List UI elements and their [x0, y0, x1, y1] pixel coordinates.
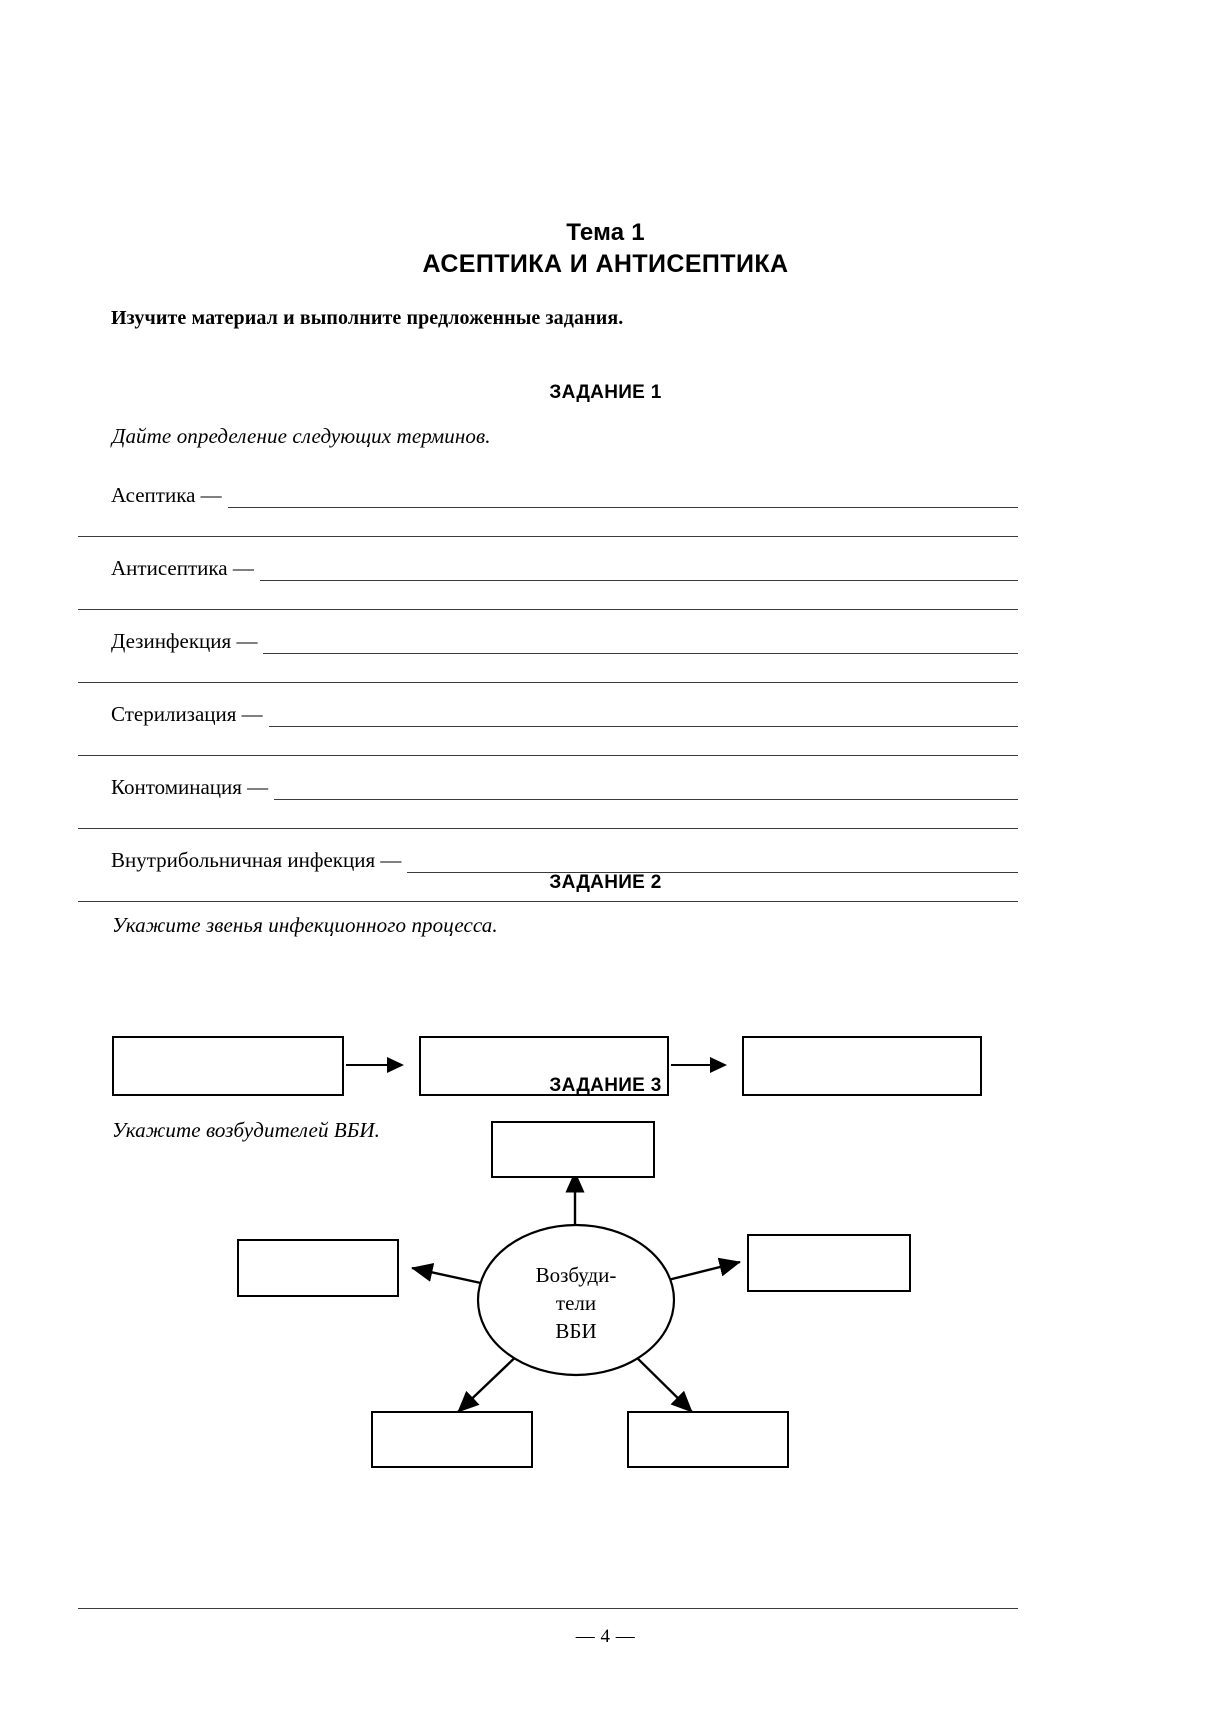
- term-answer-line-1[interactable]: [259, 558, 1018, 581]
- term-label: Внутрибольничная инфекция —: [111, 848, 402, 872]
- instruction-text: Изучите материал и выполните предложенны…: [111, 307, 624, 329]
- term-row: Внутрибольничная инфекция —: [78, 835, 1018, 873]
- center-ellipse: [476, 1223, 676, 1377]
- radial-diagram-svg: Возбуди- тели ВБИ: [237, 1121, 911, 1468]
- term-label: Асептика —: [111, 483, 222, 507]
- topic-title: АСЕПТИКА И АНТИСЕПТИКА: [422, 250, 789, 278]
- term-entry: Дезинфекция —: [78, 616, 1018, 689]
- term-entry: Стерилизация —: [78, 689, 1018, 762]
- center-label-line-1: Возбуди-: [536, 1263, 617, 1287]
- term-answer-line-2[interactable]: [78, 682, 1018, 683]
- term-label: Контоминация —: [111, 775, 269, 799]
- chain-box-3[interactable]: [742, 1036, 982, 1096]
- term-answer-line-2[interactable]: [78, 755, 1018, 756]
- term-row: Контоминация —: [78, 762, 1018, 800]
- center-label-line-3: ВБИ: [555, 1319, 596, 1343]
- task-2-heading: ЗАДАНИЕ 2: [549, 872, 662, 893]
- term-answer-line-2[interactable]: [78, 828, 1018, 829]
- pathogen-box-right[interactable]: [747, 1234, 911, 1292]
- term-row: Стерилизация —: [78, 689, 1018, 727]
- task-3-heading: ЗАДАНИЕ 3: [549, 1075, 662, 1096]
- term-entry: Антисептика —: [78, 543, 1018, 616]
- arrow-to-right-box-icon: [659, 1257, 741, 1284]
- term-answer-line-2[interactable]: [78, 609, 1018, 610]
- term-answer-line-2[interactable]: [78, 536, 1018, 537]
- page-number: — 4 —: [575, 1626, 636, 1647]
- term-definition-list: Асептика — Антисептика — Дезинфекция — С…: [78, 470, 1018, 908]
- page-title: Тема 1 АСЕПТИКА И АНТИСЕПТИКА: [0, 218, 1211, 280]
- term-answer-line-1[interactable]: [268, 704, 1018, 727]
- term-label: Стерилизация —: [111, 702, 263, 726]
- term-answer-line-1[interactable]: [227, 485, 1018, 508]
- infection-chain-diagram: [112, 1036, 982, 1098]
- term-row: Дезинфекция —: [78, 616, 1018, 654]
- task-3-prompt: Укажите возбудителей ВБИ.: [112, 1118, 380, 1142]
- term-row: Антисептика —: [78, 543, 1018, 581]
- topic-label: Тема 1: [566, 219, 645, 246]
- term-answer-line-1[interactable]: [274, 777, 1018, 800]
- term-entry: Контоминация —: [78, 762, 1018, 835]
- task-2-prompt: Укажите звенья инфекционного процесса.: [112, 913, 498, 937]
- footer-divider: [78, 1608, 1018, 1609]
- chain-arrow-right-icon: [346, 1057, 404, 1073]
- pathogen-box-left[interactable]: [237, 1239, 399, 1297]
- pathogen-box-top[interactable]: [491, 1121, 655, 1178]
- term-label: Дезинфекция —: [111, 629, 258, 653]
- vbi-pathogens-diagram: Возбуди- тели ВБИ: [180, 1110, 1040, 1470]
- pathogen-box-bottom-left[interactable]: [371, 1411, 533, 1468]
- term-answer-line-2[interactable]: [78, 901, 1018, 902]
- term-row: Асептика —: [78, 470, 1018, 508]
- pathogen-box-bottom-right[interactable]: [627, 1411, 789, 1468]
- term-entry: Внутрибольничная инфекция —: [78, 835, 1018, 908]
- chain-arrow-right-icon: [671, 1057, 727, 1073]
- chain-box-2[interactable]: [419, 1036, 669, 1096]
- term-entry: Асептика —: [78, 470, 1018, 543]
- center-label-line-2: тели: [556, 1291, 596, 1315]
- task-1-prompt: Дайте определение следующих терминов.: [112, 424, 491, 448]
- term-answer-line-1[interactable]: [407, 850, 1018, 873]
- term-label: Антисептика —: [111, 556, 254, 580]
- chain-box-1[interactable]: [112, 1036, 344, 1096]
- arrow-to-left-box-icon: [411, 1263, 491, 1287]
- task-1-heading: ЗАДАНИЕ 1: [549, 382, 662, 403]
- term-answer-line-1[interactable]: [263, 631, 1018, 654]
